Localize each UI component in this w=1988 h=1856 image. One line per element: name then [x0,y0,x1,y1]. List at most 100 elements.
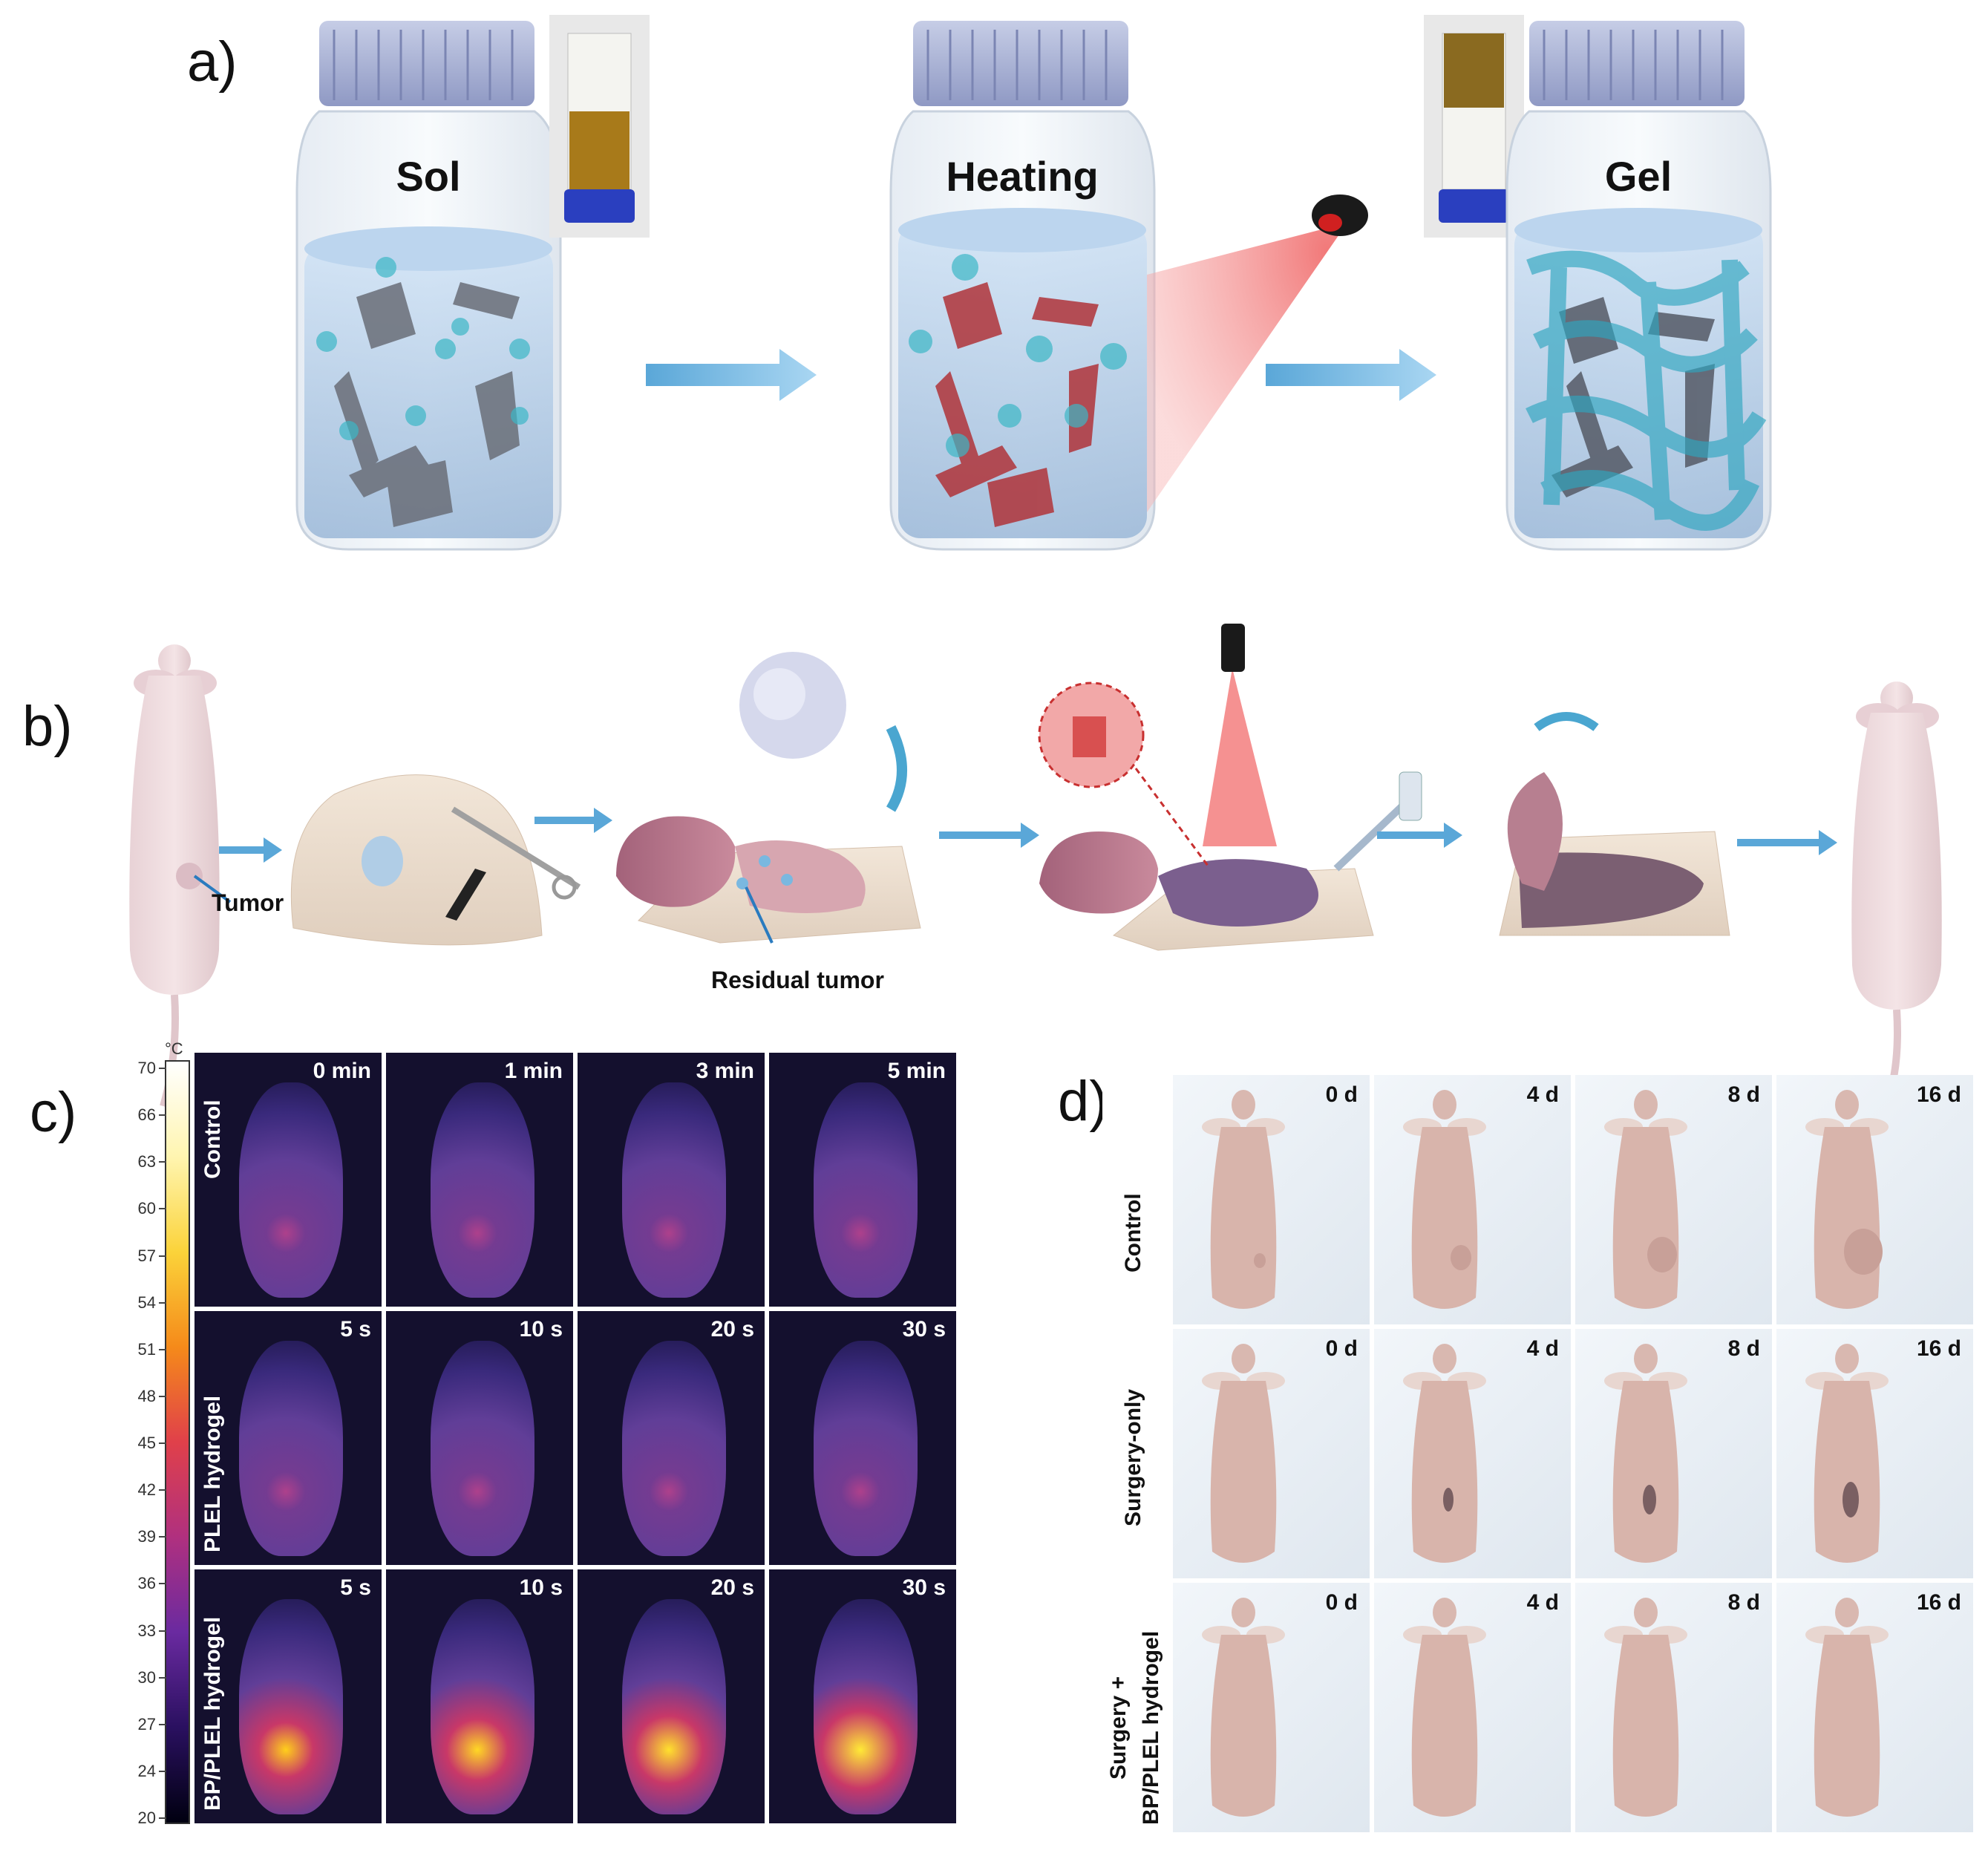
day-label: 0 d [1325,1590,1358,1615]
colorbar-tick-mark [159,1255,166,1257]
gel-network [1526,250,1767,531]
photo-row-label-line1: Control [1121,1193,1145,1272]
nude-mouse-icon [1403,1090,1486,1309]
photo-row-label-line1: Surgery-only [1121,1388,1145,1526]
colorbar-tick-label: 63 [137,1152,156,1172]
day-label: 16 d [1916,1082,1961,1107]
panel-a-graphic [295,15,1772,551]
nude-mouse-icon [1604,1344,1687,1563]
thermal-image: 10 s [386,1569,573,1823]
closed-wound [1499,712,1730,936]
thermal-mouse-silhouette [814,1341,918,1556]
day-label: 0 d [1325,1336,1358,1361]
photo-row-label: Surgery +BP/PLEL hydrogel [1102,1631,1168,1825]
time-label: 5 min [887,1059,946,1083]
thermal-mouse-silhouette [239,1082,343,1298]
nude-mouse-icon [1202,1598,1285,1817]
day-label: 8 d [1727,1082,1760,1107]
polymer-clusters [316,254,1127,457]
thermal-image: 5 s [194,1569,382,1823]
colorbar-tick-label: 51 [137,1339,156,1359]
colorbar-tick-label: 48 [137,1386,156,1405]
mouse-photo: 4 d [1374,1075,1571,1324]
day-label: 4 d [1526,1590,1559,1615]
colorbar-tick-mark [159,1442,166,1444]
nude-mouse-icon [1604,1090,1687,1309]
mouse-photo-grid: 0 d 4 d 8 d 16 d Control 0 d 4 d 8 d 16 d Surgery… [1102,1075,1978,1838]
thermal-image: 20 s [578,1311,765,1565]
mouse-photo: 8 d [1575,1583,1772,1832]
colorbar-tick-mark [159,1817,166,1819]
mouse-photo: 8 d [1575,1075,1772,1324]
panel-c-letter: c) [30,1081,77,1144]
time-label: 20 s [710,1575,754,1600]
colorbar-tick-mark [159,1208,166,1210]
colorbar-tick-label: 60 [137,1199,156,1218]
laser-icon [1312,195,1368,236]
nude-mouse-icon [1403,1598,1486,1817]
nude-mouse-icon [1604,1598,1687,1817]
nude-mouse-icon [1805,1090,1889,1309]
colorbar-tick-label: 57 [137,1246,156,1265]
time-label: 1 min [504,1059,563,1083]
thermal-mouse-silhouette [622,1082,726,1298]
residual-tumor-label: Residual tumor [711,967,884,993]
time-label: 30 s [902,1575,946,1600]
panel-b-graphic [129,624,1942,1108]
open-tissue-residual [616,816,921,944]
colorbar-tick-mark [159,1114,166,1117]
thermal-mouse-silhouette [622,1341,726,1556]
day-label: 16 d [1916,1336,1961,1361]
panel-d-letter: d) [1058,1070,1108,1133]
arrow-2 [1266,349,1436,401]
mouse-photo: 0 d [1173,1583,1370,1832]
colorbar-tick-label: 42 [137,1480,156,1500]
mouse-photo: 4 d [1374,1583,1571,1832]
colorbar-tick-label: 24 [137,1761,156,1780]
nude-mouse-icon [1202,1344,1285,1563]
day-label: 4 d [1526,1336,1559,1361]
skin-incision [290,774,581,946]
thermal-mouse-silhouette [814,1082,918,1298]
panel-a-letter: a) [187,30,238,94]
colorbar-tick-label: 36 [137,1574,156,1593]
thermal-row-label: PLEL hydrogel [200,1395,225,1552]
nude-mouse-icon [1202,1090,1285,1309]
thermal-image: 5 s [194,1311,382,1565]
day-label: 8 d [1727,1590,1760,1615]
time-label: 20 s [710,1317,754,1342]
thermal-mouse-silhouette [814,1599,918,1814]
time-label: 5 s [340,1317,371,1342]
thermal-image: 10 s [386,1311,573,1565]
mouse-before [129,644,232,1108]
thermal-mouse-silhouette [239,1599,343,1814]
thermal-mouse-silhouette [431,1341,534,1556]
day-label: 4 d [1526,1082,1559,1107]
photo-row-label: Surgery-only [1117,1389,1150,1526]
mouse-photo: 0 d [1173,1329,1370,1578]
colorbar-tick-mark [159,1395,166,1397]
colorbar-tick-mark [159,1489,166,1491]
jar-heating [889,21,1156,551]
colorbar-unit: °C [165,1039,183,1058]
thermal-mouse-silhouette [622,1599,726,1814]
colorbar-tick-mark [159,1161,166,1163]
thermal-image: 1 min [386,1053,573,1307]
time-label: 5 s [340,1575,371,1600]
tumor-label: Tumor [212,889,284,916]
nanosheets-heating [935,282,1099,527]
colorbar-tick-mark [159,1536,166,1538]
time-label: 10 s [519,1575,563,1600]
mouse-photo: 16 d [1776,1075,1973,1324]
thermal-row-label: Control [200,1099,225,1179]
thermal-image: 30 s [769,1311,956,1565]
arrow-1 [646,349,817,401]
colorbar-tick-label: 70 [137,1059,156,1077]
jar-label-sol: Sol [396,153,461,200]
colorbar-tick-mark [159,1630,166,1632]
day-label: 8 d [1727,1336,1760,1361]
colorbar-tick-label: 30 [137,1667,156,1687]
thermal-image: 20 s [578,1569,765,1823]
mouse-photo: 8 d [1575,1329,1772,1578]
